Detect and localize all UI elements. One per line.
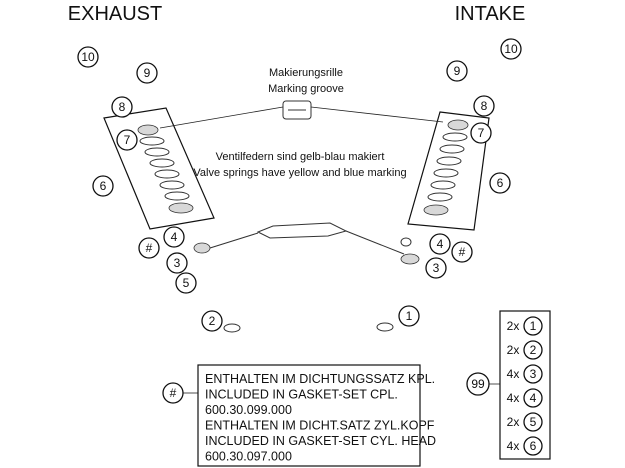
svg-text:6: 6 — [100, 179, 107, 193]
kit-qty-1: 2x — [507, 343, 520, 357]
intake-callout-6: # — [451, 241, 473, 263]
kit-part-callout-5: 6 — [523, 436, 543, 456]
gasket-set-info: # ENTHALTEN IM DICHTUNGSSATZ KPL. INCLUDE… — [162, 364, 436, 467]
svg-text:9: 9 — [144, 66, 151, 80]
svg-text:6: 6 — [497, 176, 504, 190]
svg-text:4: 4 — [171, 230, 178, 244]
kit-part-callout-4: 5 — [523, 412, 543, 432]
exhaust-callout-5: # — [138, 237, 160, 259]
gasket-note-line-1: INCLUDED IN GASKET-SET CPL. — [205, 388, 398, 402]
svg-text:4: 4 — [530, 391, 537, 405]
exhaust-callout-9: 2 — [201, 310, 223, 332]
exhaust-valve-assembly — [103, 107, 215, 230]
marking-leader-exhaust — [159, 106, 284, 129]
gasket-note-line-3: ENTHALTEN IM DICHT.SATZ ZYL.KOPF — [205, 419, 435, 433]
gasket-note-line-0: ENTHALTEN IM DICHTUNGSSATZ KPL. — [205, 372, 435, 386]
svg-text:7: 7 — [124, 133, 131, 147]
marking-groove-label-en: Marking groove — [268, 83, 344, 95]
intake-callout-8: 1 — [398, 305, 420, 327]
exhaust-callout-2: 8 — [111, 96, 133, 118]
exhaust-heading: EXHAUST — [68, 3, 162, 25]
gasket-callout: # — [162, 382, 184, 404]
gasket-note-line-5: 600.30.097.000 — [205, 450, 292, 464]
svg-text:10: 10 — [81, 50, 95, 64]
exhaust-callout-1: 9 — [136, 62, 158, 84]
intake-valve-assembly — [407, 111, 490, 231]
marking-leader-intake — [310, 106, 444, 123]
svg-text:2: 2 — [530, 343, 537, 357]
exhaust-callout-7: 3 — [166, 252, 188, 274]
svg-text:7: 7 — [478, 126, 485, 140]
svg-text:#: # — [459, 245, 466, 259]
svg-text:8: 8 — [119, 100, 126, 114]
exhaust-callout-8: 5 — [175, 272, 197, 294]
marking-groove-label-de: Makierungsrille — [269, 67, 343, 79]
kit-qty-4: 2x — [507, 415, 520, 429]
intake-callouts: 10 9 8 7 6 4 #3 1 — [398, 38, 522, 327]
exhaust-callout-0: 10 — [77, 46, 99, 68]
exhaust-callouts: 10 9 8 7 6 #4 35 2 — [77, 46, 223, 332]
svg-text:2: 2 — [209, 314, 216, 328]
kit-part-callout-0: 1 — [523, 316, 543, 336]
svg-text:3: 3 — [433, 261, 440, 275]
intake-callout-5: 4 — [429, 233, 451, 255]
intake-heading: INTAKE — [455, 3, 526, 25]
springs-label-de: Ventilfedern sind gelb-blau makiert — [216, 151, 385, 163]
intake-callout-1: 9 — [446, 60, 468, 82]
exhaust-callout-6: 4 — [163, 226, 185, 248]
svg-text:10: 10 — [504, 42, 518, 56]
kit-qty-0: 2x — [507, 319, 520, 333]
kit-part-callout-3: 4 — [523, 388, 543, 408]
svg-text:4: 4 — [437, 237, 444, 251]
svg-text:8: 8 — [481, 99, 488, 113]
intake-callout-4: 6 — [489, 172, 511, 194]
svg-text:99: 99 — [471, 377, 485, 391]
kit-part-callout-2: 3 — [523, 364, 543, 384]
intake-callout-2: 8 — [473, 95, 495, 117]
kit-qty-2: 4x — [507, 367, 520, 381]
kit-callout: 99 — [466, 372, 490, 396]
valve-stems — [193, 222, 420, 333]
valve-kit: 99 2x 1 2x 2 4x 3 4x 4 2x 5 4x 6 — [466, 310, 551, 460]
kit-qty-3: 4x — [507, 391, 520, 405]
svg-text:3: 3 — [174, 256, 181, 270]
gasket-note-line-4: INCLUDED IN GASKET-SET CYL. HEAD — [205, 434, 436, 448]
gasket-note-line-2: 600.30.099.000 — [205, 403, 292, 417]
svg-text:#: # — [146, 241, 153, 255]
svg-text:1: 1 — [530, 319, 537, 333]
svg-text:#: # — [170, 386, 177, 400]
springs-label-en: Valve springs have yellow and blue marki… — [193, 167, 406, 179]
kit-part-callout-1: 2 — [523, 340, 543, 360]
exhaust-callout-3: 7 — [116, 129, 138, 151]
svg-text:1: 1 — [406, 309, 413, 323]
exhaust-callout-4: 6 — [92, 175, 114, 197]
svg-text:3: 3 — [530, 367, 537, 381]
intake-callout-0: 10 — [500, 38, 522, 60]
kit-qty-5: 4x — [507, 439, 520, 453]
svg-text:9: 9 — [454, 64, 461, 78]
intake-callout-7: 3 — [425, 257, 447, 279]
svg-text:5: 5 — [183, 276, 190, 290]
intake-callout-3: 7 — [470, 122, 492, 144]
svg-text:6: 6 — [530, 439, 537, 453]
svg-text:5: 5 — [530, 415, 537, 429]
marking-groove-drawing — [282, 100, 312, 120]
